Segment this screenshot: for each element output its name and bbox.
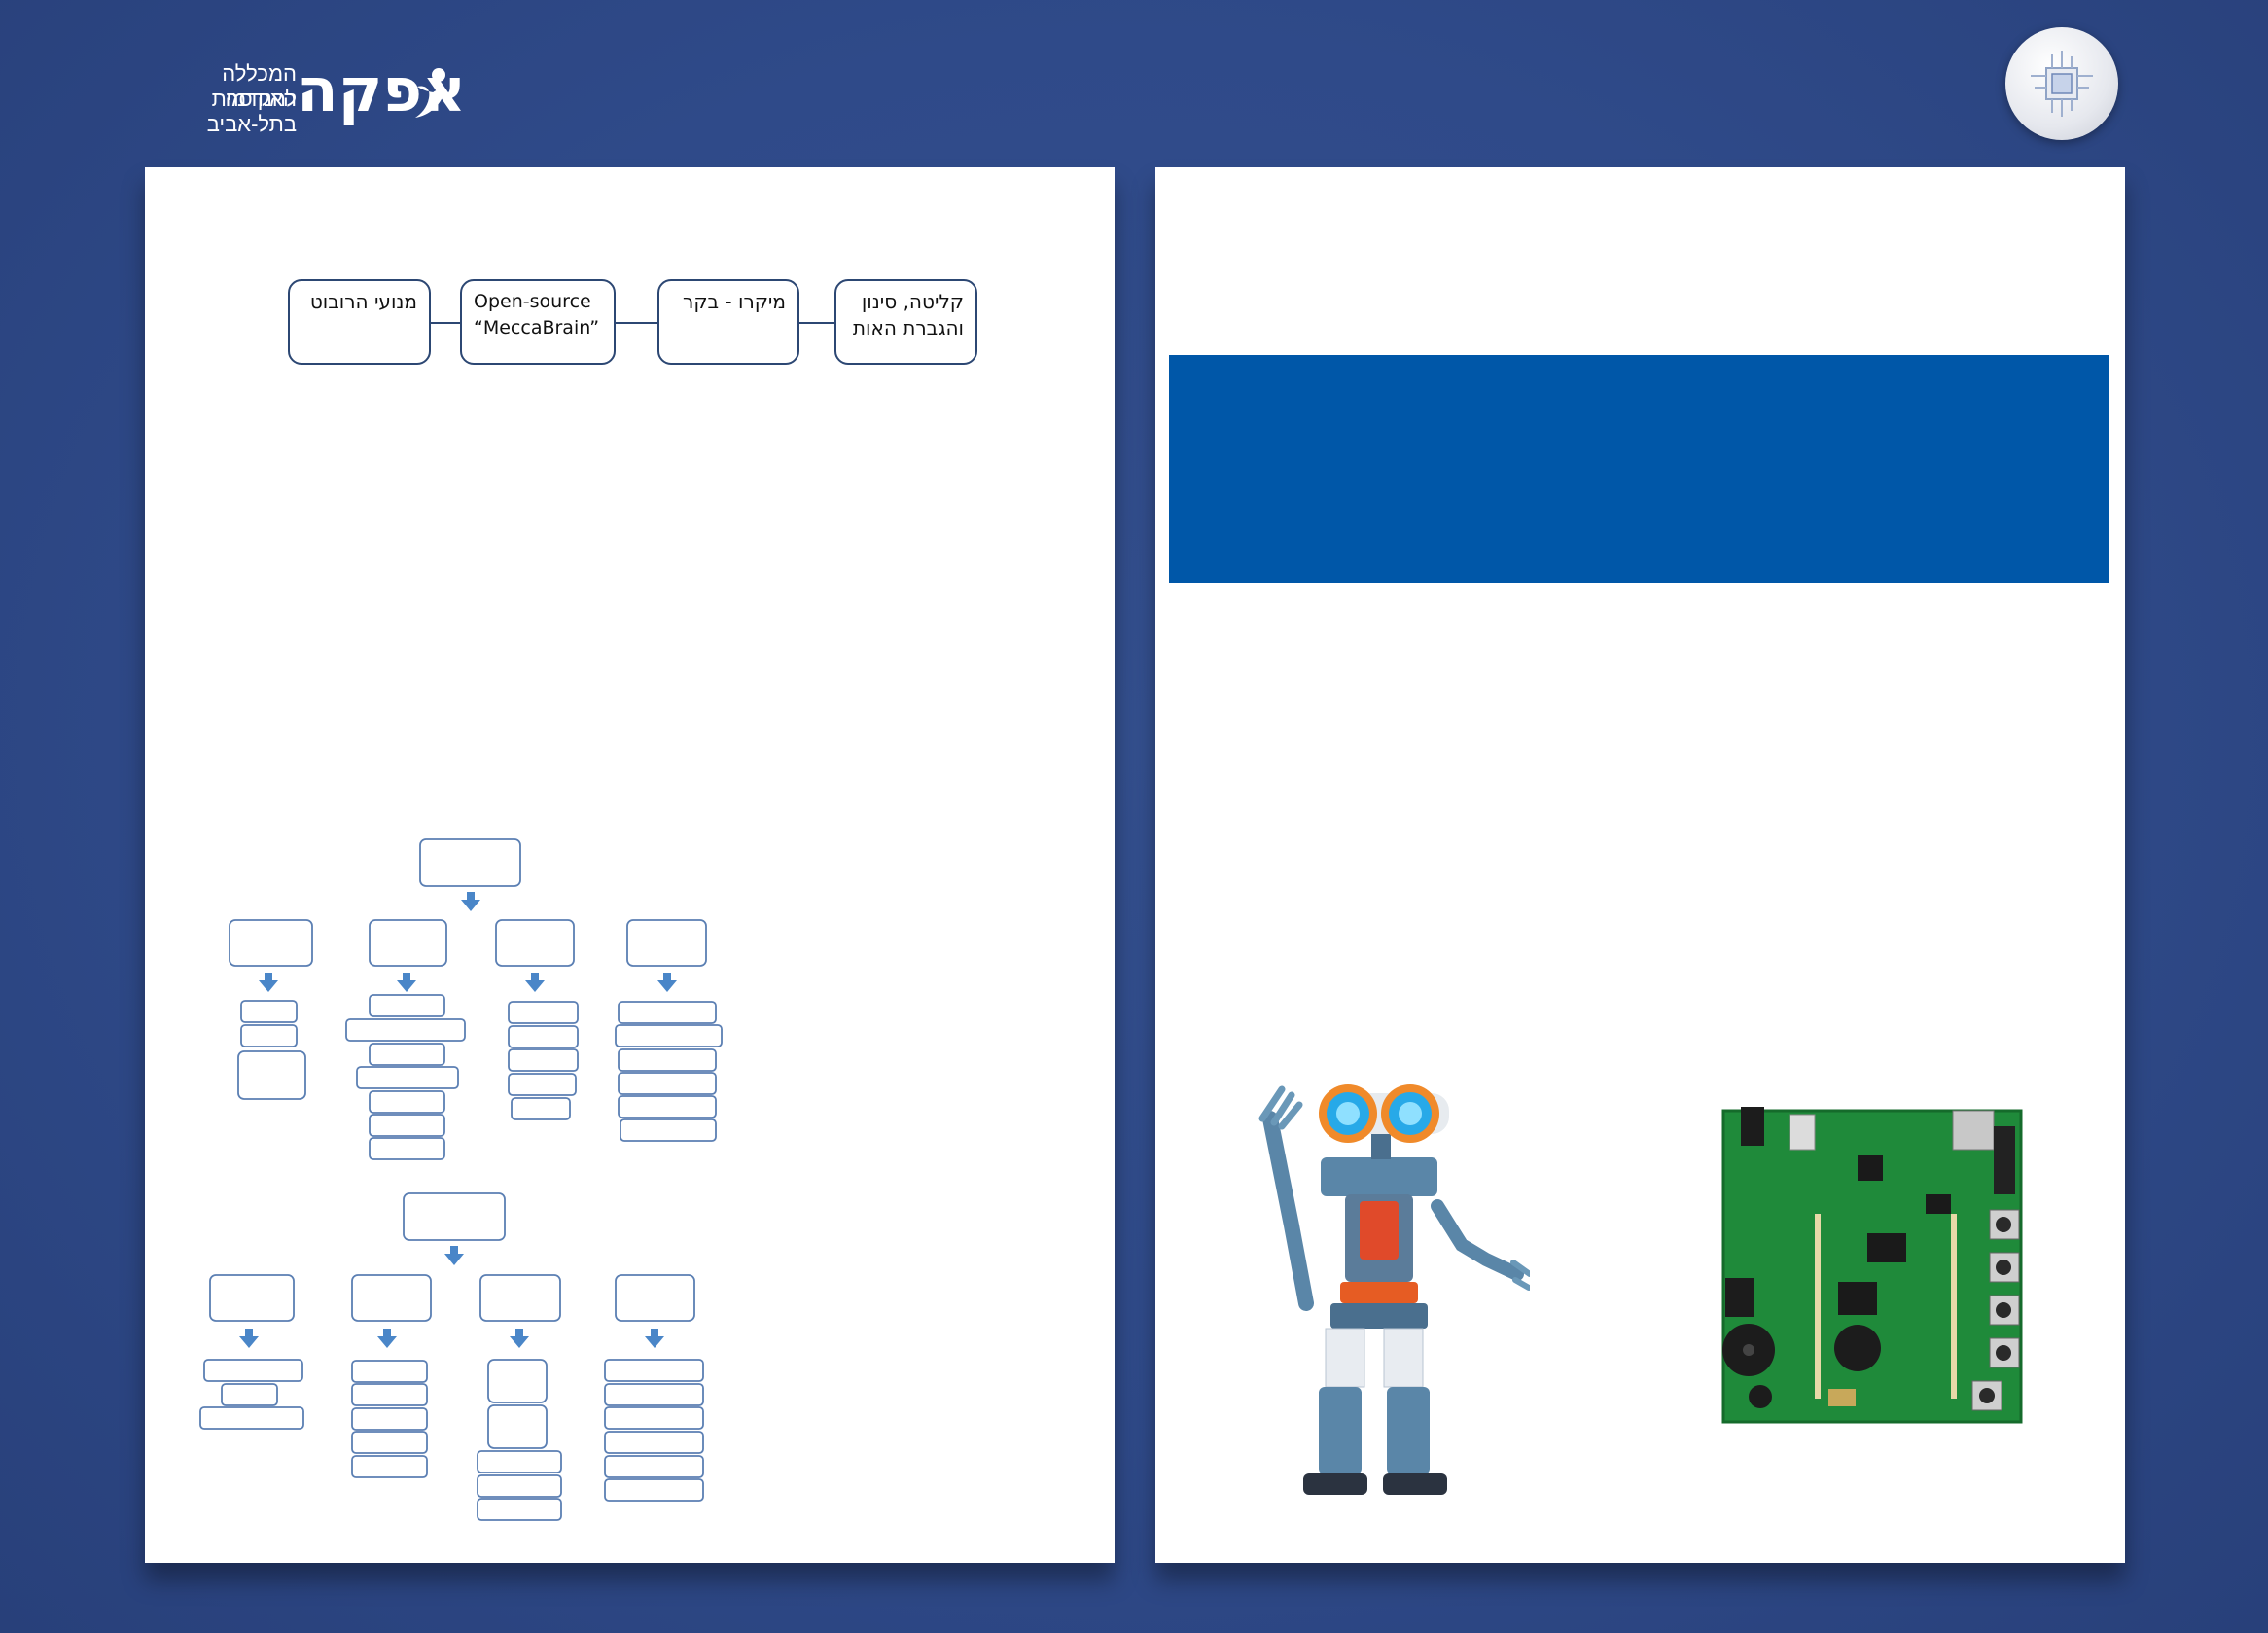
arrow-down-icon [397,973,416,992]
tree1-child-box [626,919,707,967]
tree1-leaf-box [240,1000,298,1023]
tree1-leaf-box [618,1048,717,1072]
tree2-child-box [479,1274,561,1322]
college-logo: המכללה האקדמית להנדסה בתל-אביב אפקה [136,53,467,137]
tree1-leaf-box [618,1001,717,1024]
tree2-leaf-box [199,1406,304,1430]
blue-title-banner [1169,355,2109,583]
tree1-leaf-box [369,1043,445,1066]
arrow-down-icon [239,1329,259,1348]
flow-connector [797,322,836,324]
tree2-leaf-box [477,1450,562,1473]
tree1-leaf-box [511,1097,571,1120]
tree1-leaf-box [508,1048,579,1072]
tree1-leaf-box [240,1024,298,1047]
tree2-leaf-box [221,1383,278,1406]
tree2-leaf-box [487,1359,548,1403]
arrow-down-icon [444,1246,464,1265]
tree1-leaf-box [618,1072,717,1095]
tree2-child-box [209,1274,295,1322]
arrow-down-icon [645,1329,664,1348]
flow-connector [429,322,462,324]
arrow-down-icon [510,1329,529,1348]
tree2-leaf-box [351,1360,428,1383]
tree2-leaf-box [604,1383,704,1406]
tree2-leaf-box [351,1383,428,1406]
flow-box-signal-processing: קליטה, סינון והגברת האות [834,279,977,365]
tree1-leaf-box [356,1066,459,1089]
college-name-line2: להנדסה בתל-אביב [206,87,297,136]
tree2-leaf-box [604,1478,704,1502]
tree1-root-box [419,838,521,887]
left-page [145,167,1115,1563]
tree1-leaf-box [508,1025,579,1048]
tree2-child-box [615,1274,695,1322]
tree2-leaf-box [351,1431,428,1454]
arrow-down-icon [259,973,278,992]
tree2-leaf-box [351,1407,428,1431]
tree1-leaf-box [369,1137,445,1160]
tree1-child-box [229,919,313,967]
tree2-leaf-box [604,1455,704,1478]
tree2-leaf-box [477,1474,562,1498]
afeka-logo-icon [415,68,445,118]
tree1-leaf-box [508,1001,579,1024]
arrow-down-icon [377,1329,397,1348]
chip-badge [2005,27,2118,140]
tree2-leaf-box [604,1406,704,1430]
tree1-leaf-box [508,1073,577,1096]
arrow-down-icon [657,973,677,992]
tree1-child-box [495,919,575,967]
tree2-child-box [351,1274,432,1322]
arrow-down-icon [461,892,480,911]
tree2-leaf-box [477,1498,562,1521]
flow-box-microcontroller: מיקרו - בקר [657,279,799,365]
tree2-leaf-box [604,1359,704,1382]
tree1-leaf-box [237,1050,306,1100]
arrow-down-icon [525,973,545,992]
tree1-leaf-box [369,1114,445,1137]
meccanoid-robot-image [1258,1084,1530,1495]
tree1-leaf-box [369,1090,445,1114]
tree2-root-box [403,1192,506,1241]
flow-connector [614,322,658,324]
tree1-leaf-box [618,1095,717,1118]
flow-box-robot-motors: מנועי הרובוט [288,279,431,365]
tree1-leaf-box [615,1024,723,1047]
tree1-leaf-box [369,994,445,1017]
tree2-leaf-box [203,1359,303,1382]
tree1-child-box [369,919,447,967]
dev-board-image [1721,1107,2023,1424]
tree2-leaf-box [487,1404,548,1449]
college-name-line1: המכללה האקדמית [211,61,297,111]
tree1-leaf-box [620,1118,717,1142]
tree2-leaf-box [604,1431,704,1454]
tree2-leaf-box [351,1455,428,1478]
chip-icon [2031,51,2093,117]
tree1-leaf-box [345,1018,466,1042]
brand-word: אפקה [297,54,467,125]
flow-box-meccabrain: Open-source “MeccaBrain” [460,279,616,365]
